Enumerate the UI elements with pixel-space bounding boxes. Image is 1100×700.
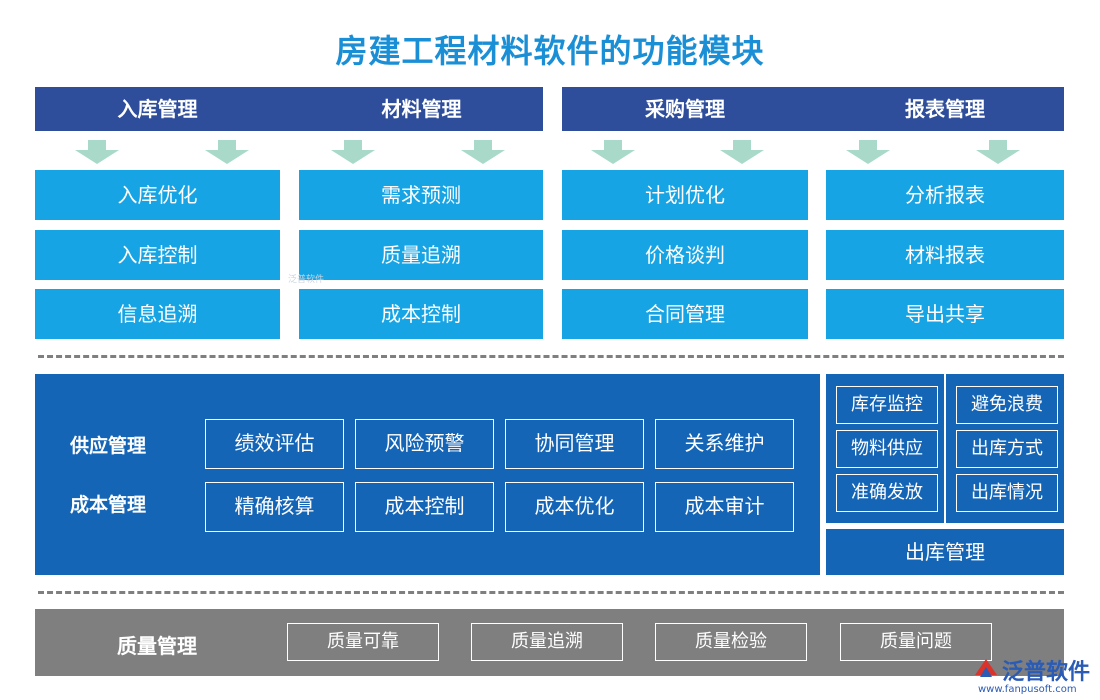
header-materials: 材料管理 xyxy=(381,97,462,121)
watermark-logo: 泛普软件 xyxy=(288,275,325,285)
outbound-panel-right xyxy=(946,374,1064,523)
module-box-outline: 精确核算 xyxy=(205,482,344,532)
brand-logo-text: 泛普软件 xyxy=(1002,660,1091,685)
dashed-divider xyxy=(38,355,1064,358)
outbound-management-label: 出库管理 xyxy=(826,529,1064,575)
outbound-item: 物料供应 xyxy=(836,430,938,468)
module-box: 入库控制 xyxy=(35,230,280,280)
quality-item: 质量可靠 xyxy=(287,623,439,661)
row-label-quality: 质量管理 xyxy=(117,634,197,658)
row-label-supply: 供应管理 xyxy=(70,435,147,457)
brand-logo-icon xyxy=(972,655,1000,683)
module-box-outline: 成本审计 xyxy=(655,482,794,532)
header-bar-left: 入库管理 材料管理 xyxy=(35,87,543,131)
dashed-divider xyxy=(38,591,1064,594)
row-label-cost: 成本管理 xyxy=(70,494,147,516)
quality-item: 质量检验 xyxy=(655,623,807,661)
module-box-outline: 协同管理 xyxy=(505,419,644,469)
module-box: 信息追溯 xyxy=(35,289,280,339)
module-box: 计划优化 xyxy=(562,170,808,220)
outbound-panel-left xyxy=(826,374,944,523)
header-purchasing: 采购管理 xyxy=(645,97,725,121)
outbound-item: 避免浪费 xyxy=(956,386,1058,424)
outbound-item: 出库情况 xyxy=(956,474,1058,512)
module-box: 分析报表 xyxy=(826,170,1064,220)
supply-cost-panel xyxy=(35,374,820,575)
header-inbound: 入库管理 xyxy=(117,97,198,121)
outbound-item: 准确发放 xyxy=(836,474,938,512)
module-box: 成本控制 xyxy=(299,289,543,339)
module-box-outline: 绩效评估 xyxy=(205,419,344,469)
module-box: 质量追溯 xyxy=(299,230,543,280)
page-title: 房建工程材料软件的功能模块 xyxy=(335,32,765,70)
header-reports: 报表管理 xyxy=(905,97,985,121)
outbound-item: 库存监控 xyxy=(836,386,938,424)
quality-item: 质量追溯 xyxy=(471,623,623,661)
brand-url: www.fanpusoft.com xyxy=(978,684,1077,695)
module-box: 价格谈判 xyxy=(562,230,808,280)
module-box: 需求预测 xyxy=(299,170,543,220)
quality-item: 质量问题 xyxy=(840,623,992,661)
module-box: 材料报表 xyxy=(826,230,1064,280)
outbound-item: 出库方式 xyxy=(956,430,1058,468)
module-box-outline: 风险预警 xyxy=(355,419,494,469)
module-box: 入库优化 xyxy=(35,170,280,220)
module-box-outline: 成本控制 xyxy=(355,482,494,532)
module-box: 导出共享 xyxy=(826,289,1064,339)
quality-panel xyxy=(35,609,1064,676)
module-box: 合同管理 xyxy=(562,289,808,339)
header-bar-right: 采购管理 报表管理 xyxy=(562,87,1064,131)
module-box-outline: 关系维护 xyxy=(655,419,794,469)
module-box-outline: 成本优化 xyxy=(505,482,644,532)
